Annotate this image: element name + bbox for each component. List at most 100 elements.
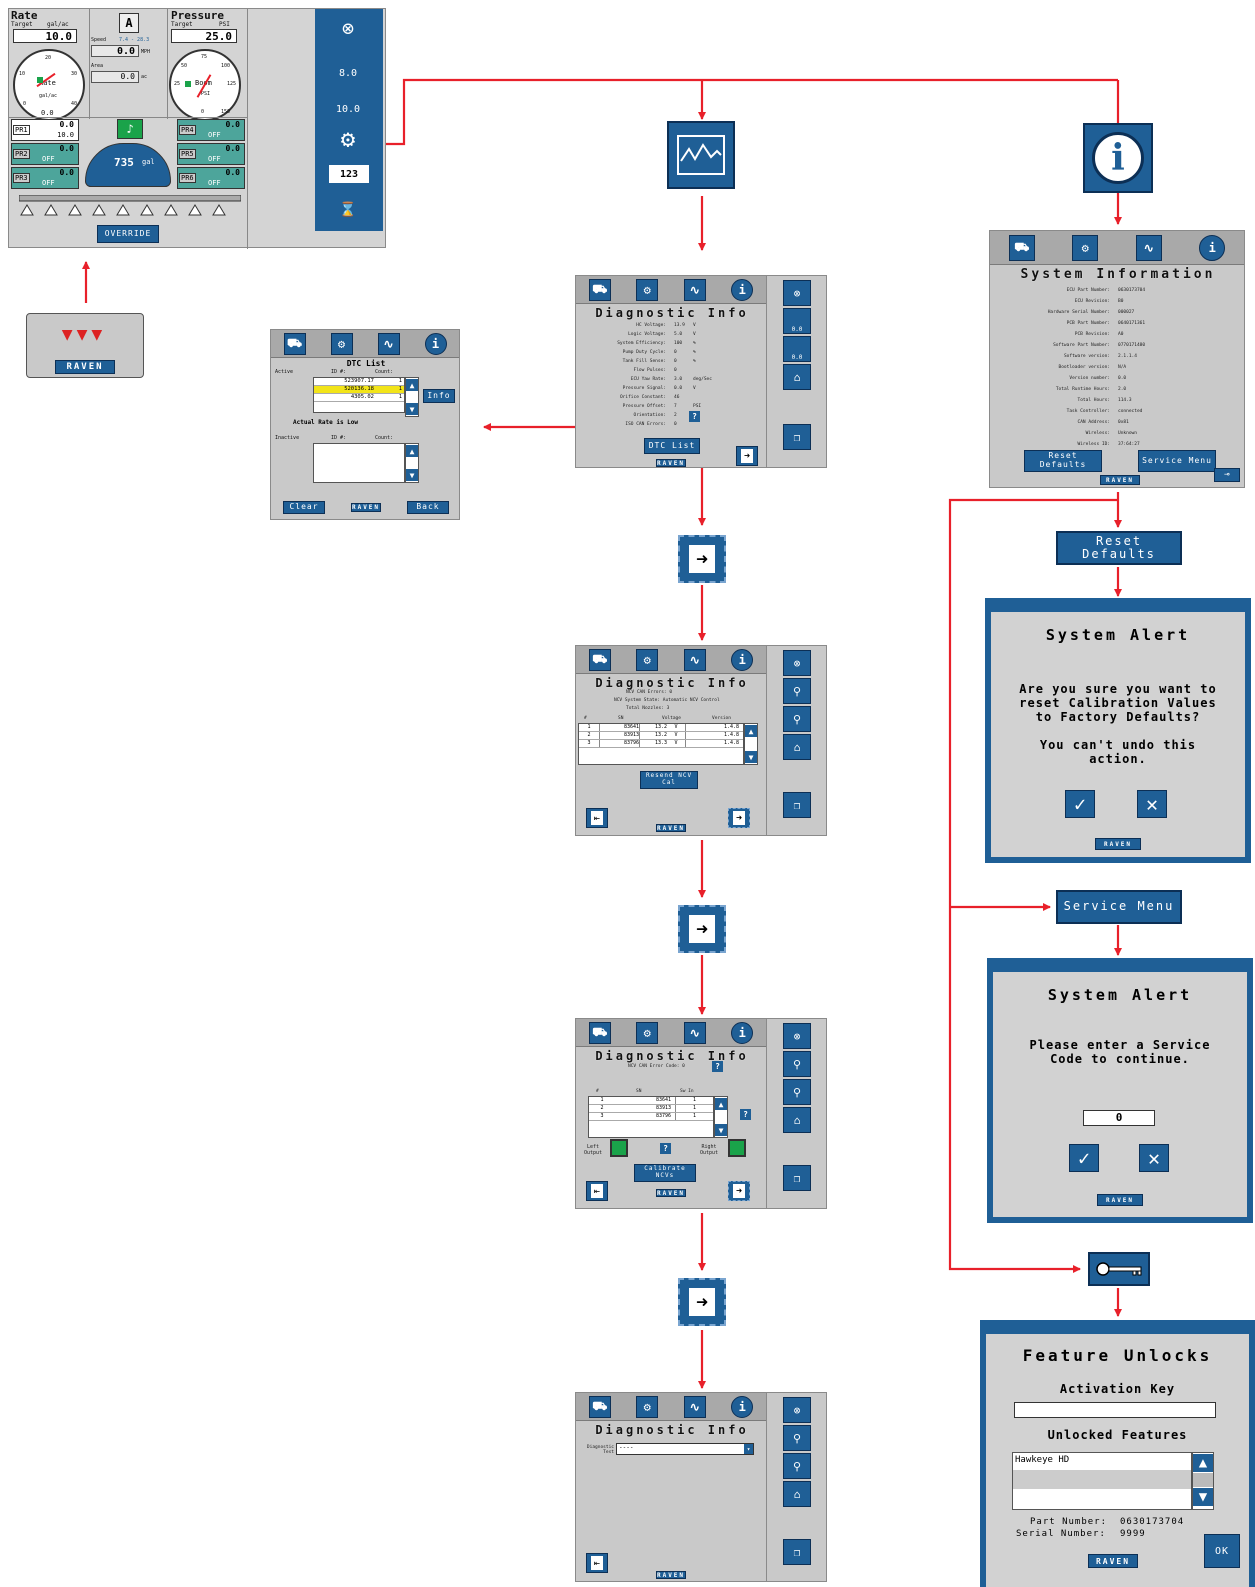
help-icon[interactable]: ? bbox=[712, 1061, 723, 1072]
settings-icon[interactable]: ⚙ bbox=[636, 1395, 659, 1418]
product-row[interactable]: PR1 0.0 10.0 bbox=[11, 119, 79, 141]
rate-target-field[interactable]: 10.0 bbox=[13, 29, 77, 43]
diagnostic-icon[interactable]: ⌛ bbox=[339, 202, 357, 218]
confirm-check-button[interactable]: ✓ bbox=[1069, 1144, 1099, 1172]
service-menu-button[interactable]: Service Menu bbox=[1138, 450, 1216, 472]
home-icon[interactable]: ⌂ bbox=[783, 734, 811, 760]
next-page-icon[interactable]: ➜ bbox=[728, 1181, 750, 1201]
scroll-up-icon[interactable]: ▲ bbox=[1193, 1454, 1213, 1472]
diagnostic-chart-icon[interactable]: ∿ bbox=[683, 278, 706, 301]
key-flow-icon[interactable] bbox=[1088, 1252, 1150, 1286]
sections-off-icon[interactable]: ⊗ bbox=[783, 650, 811, 676]
clear-button[interactable]: Clear bbox=[283, 501, 325, 514]
next-page-icon[interactable]: ➜ bbox=[678, 1278, 726, 1326]
valve-icon[interactable]: 10.0 bbox=[327, 85, 369, 115]
scroll-down-icon[interactable]: ▼ bbox=[745, 751, 757, 763]
scroll-up-icon[interactable]: ▲ bbox=[715, 1098, 727, 1110]
sprayer-icon[interactable]: ⛟ bbox=[1008, 234, 1035, 261]
active-scrollbar[interactable]: ▲▼ bbox=[405, 377, 419, 417]
scroll-down-icon[interactable]: ▼ bbox=[1193, 1488, 1213, 1506]
override-button[interactable]: OVERRIDE bbox=[97, 225, 159, 243]
valve-icon[interactable]: ⚲ bbox=[783, 1425, 811, 1451]
settings-icon[interactable]: ⚙ bbox=[330, 332, 353, 355]
diagnostic-test-select[interactable]: ---- ▾ bbox=[616, 1443, 754, 1455]
sprayer-icon[interactable]: ⛟ bbox=[588, 648, 611, 671]
valve-icon[interactable]: ⚲ bbox=[783, 1453, 811, 1479]
info-icon[interactable]: i bbox=[731, 648, 754, 671]
info-button[interactable]: Info bbox=[423, 389, 455, 403]
confirm-check-button[interactable]: ✓ bbox=[1065, 790, 1095, 818]
product-row[interactable]: PR6 0.0 OFF bbox=[177, 167, 245, 189]
info-icon[interactable]: i bbox=[731, 1395, 754, 1418]
chevron-down-icon[interactable]: ▾ bbox=[744, 1444, 753, 1454]
home-icon[interactable]: ⌂ bbox=[783, 364, 811, 390]
ncv-switch-scrollbar[interactable]: ▲▼ bbox=[714, 1096, 728, 1138]
prev-page-icon[interactable]: ⇤ bbox=[586, 1181, 608, 1201]
info-icon[interactable]: i bbox=[1199, 234, 1226, 261]
settings-icon[interactable]: ⚙ bbox=[1072, 234, 1099, 261]
valve-icon[interactable]: ⚲ bbox=[783, 1051, 811, 1077]
diagnostic-chart-icon[interactable]: ∿ bbox=[377, 332, 400, 355]
diagnostic-chart-icon[interactable]: ∿ bbox=[683, 1395, 706, 1418]
prev-page-icon[interactable]: ⇤ bbox=[586, 808, 608, 828]
scroll-up-icon[interactable]: ▲ bbox=[406, 445, 418, 457]
diagnostic-chart-icon[interactable]: ∿ bbox=[683, 648, 706, 671]
sections-off-icon[interactable]: ⊗ bbox=[783, 1397, 811, 1423]
resend-ncv-cal-button[interactable]: Resend NCV Cal bbox=[640, 771, 698, 789]
dtc-list-button[interactable]: DTC List bbox=[644, 438, 700, 454]
inactive-scrollbar[interactable]: ▲▼ bbox=[405, 443, 419, 483]
next-page-icon[interactable]: ➜ bbox=[728, 808, 750, 828]
features-scrollbar[interactable]: ▲ ▼ bbox=[1192, 1452, 1214, 1510]
ncv-scrollbar[interactable]: ▲▼ bbox=[744, 723, 758, 765]
raven-product-icon[interactable]: ▼▼▼ RAVEN bbox=[26, 313, 144, 378]
activation-key-input[interactable] bbox=[1014, 1402, 1216, 1418]
sprayer-icon[interactable]: ⛟ bbox=[588, 1021, 611, 1044]
scroll-down-icon[interactable]: ▼ bbox=[715, 1124, 727, 1136]
camera-icon[interactable]: ❐ bbox=[783, 1539, 811, 1565]
scroll-up-icon[interactable]: ▲ bbox=[406, 379, 418, 391]
product-row[interactable]: PR3 0.0 OFF bbox=[11, 167, 79, 189]
reset-defaults-button[interactable]: Reset Defaults bbox=[1024, 450, 1102, 472]
settings-icon[interactable]: ⚙ bbox=[636, 278, 659, 301]
next-page-icon[interactable]: ➜ bbox=[736, 446, 758, 466]
help-icon[interactable]: ? bbox=[740, 1109, 751, 1120]
alarm-bell-icon[interactable]: ♪ bbox=[117, 119, 143, 139]
pressure-target-field[interactable]: 25.0 bbox=[171, 29, 237, 43]
sprayer-icon[interactable]: ⛟ bbox=[283, 332, 306, 355]
calibrate-ncvs-button[interactable]: Calibrate NCVs bbox=[634, 1164, 696, 1182]
home-icon[interactable]: ⌂ bbox=[783, 1107, 811, 1133]
valve-icon[interactable]: 8.0 bbox=[327, 49, 369, 79]
back-button[interactable]: Back bbox=[407, 501, 449, 514]
product-row[interactable]: PR4 0.0 OFF bbox=[177, 119, 245, 141]
diagnostic-chart-icon[interactable]: ∿ bbox=[683, 1021, 706, 1044]
next-page-icon[interactable]: ➜ bbox=[678, 905, 726, 953]
diagnostic-chart-icon[interactable] bbox=[667, 121, 735, 189]
scroll-up-icon[interactable]: ▲ bbox=[745, 725, 757, 737]
help-icon[interactable]: ? bbox=[660, 1143, 671, 1154]
info-icon[interactable]: i bbox=[731, 1021, 754, 1044]
camera-icon[interactable]: ❐ bbox=[783, 424, 811, 450]
valve-icon[interactable]: 0.0 bbox=[783, 308, 811, 334]
service-menu-flow-button[interactable]: Service Menu bbox=[1056, 890, 1182, 924]
sections-off-icon[interactable]: ⊗ bbox=[783, 280, 811, 306]
scroll-down-icon[interactable]: ▼ bbox=[406, 403, 418, 415]
settings-gear-icon[interactable]: ⚙ bbox=[340, 125, 356, 153]
cancel-x-button[interactable]: ✕ bbox=[1137, 790, 1167, 818]
key-icon[interactable]: ⊸ bbox=[1214, 468, 1240, 482]
next-page-icon[interactable]: ➜ bbox=[678, 535, 726, 583]
valve-icon[interactable]: ⚲ bbox=[783, 706, 811, 732]
camera-icon[interactable]: ❐ bbox=[783, 792, 811, 818]
counter-icon[interactable]: 123 bbox=[329, 165, 369, 183]
product-row[interactable]: PR2 0.0 OFF bbox=[11, 143, 79, 165]
diagnostic-chart-icon[interactable]: ∿ bbox=[1135, 234, 1162, 261]
sections-off-icon[interactable]: ⊗ bbox=[783, 1023, 811, 1049]
